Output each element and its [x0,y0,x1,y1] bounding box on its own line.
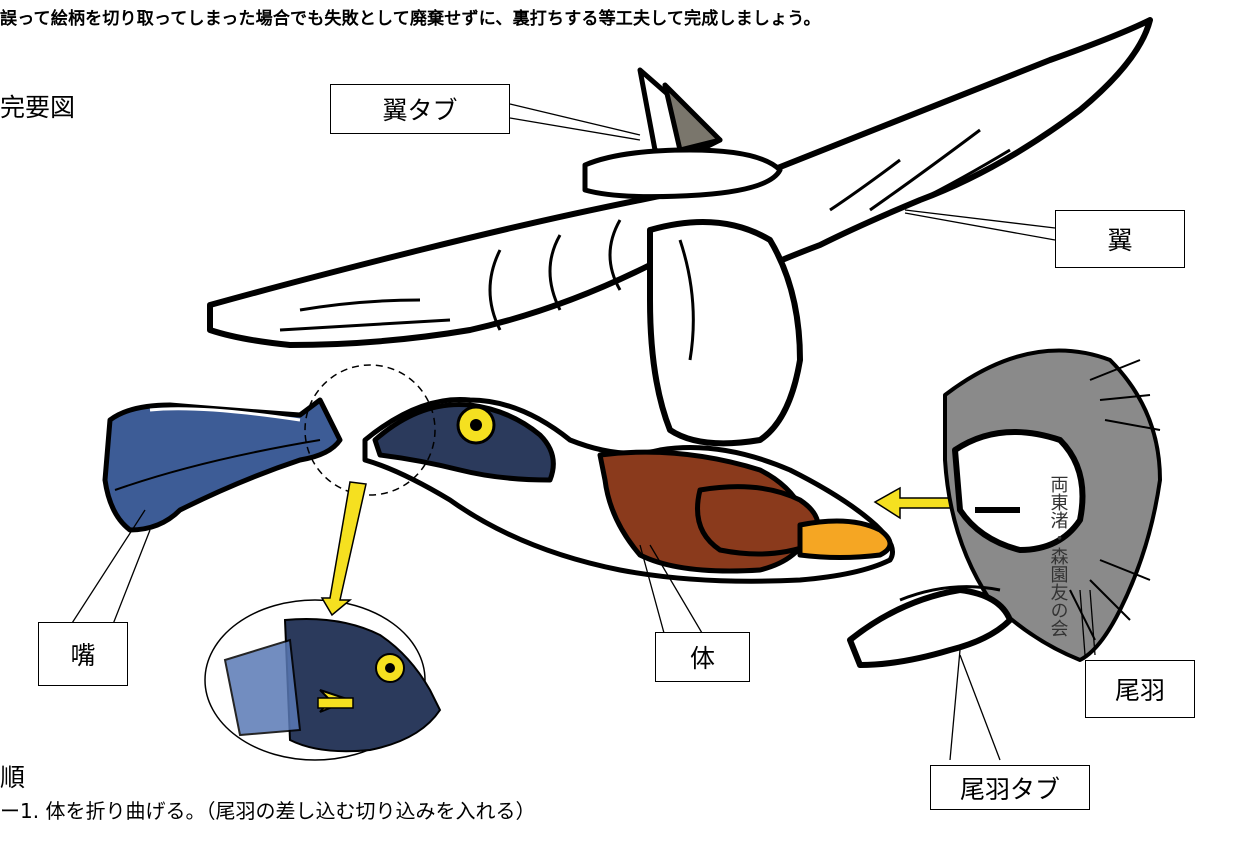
label-beak: 嘴 [38,622,128,686]
tail-feather-lines [1069,359,1161,641]
down-arrow-icon [320,481,367,617]
wing-feather-lines [279,128,1011,332]
label-wing-tab: 翼タブ [330,84,510,134]
section-title: 完要図 [0,93,76,122]
watermark-text: 両東渚・森園友の会 [1048,475,1069,637]
wing-shape [207,17,1153,348]
label-tail-tab: 尾羽タブ [930,765,1090,810]
neck-shape [647,219,803,447]
step-1: ー1. 体を折り曲げる。（尾羽の差し込む切り込みを入れる） [0,799,536,823]
steps-heading: 順 [0,763,26,792]
label-tail: 尾羽 [1085,660,1195,718]
tail-piece-shape [847,348,1162,668]
zoom-detail [204,599,442,761]
top-note: 誤って絵柄を切り取ってしまった場合でも失敗として廃棄せずに、裏打ちする等工夫して… [0,9,821,29]
neck-line [678,239,695,361]
beak-piece-shape [102,397,343,533]
wing-tab-shape [582,67,783,200]
label-wing: 翼 [1055,210,1185,268]
label-body: 体 [655,632,750,682]
zoom-circle [304,364,436,496]
body-shape [362,397,895,584]
eye-pupil [470,419,482,431]
